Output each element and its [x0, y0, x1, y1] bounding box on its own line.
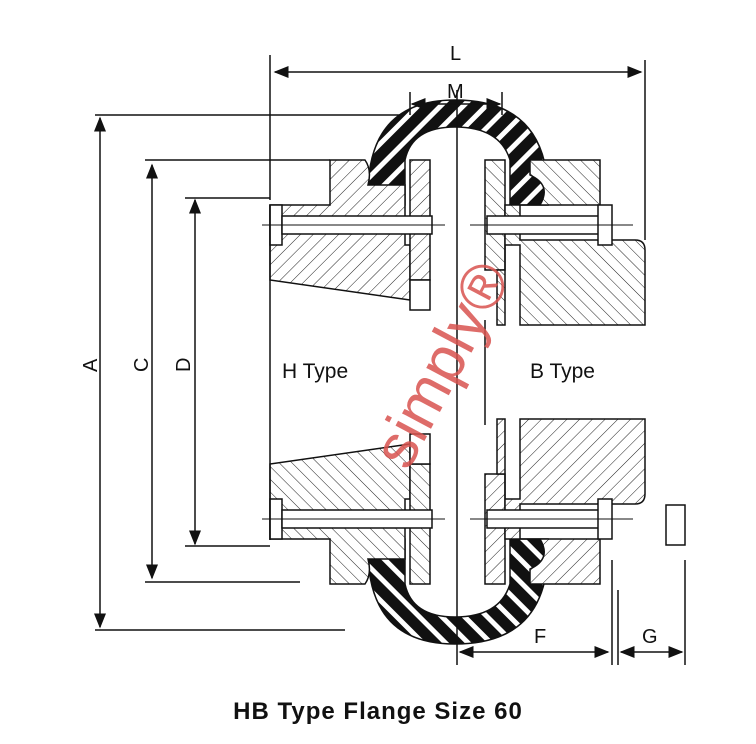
caption: HB Type Flange Size 60: [233, 698, 523, 725]
dim-label-L: L: [450, 43, 461, 65]
dim-label-F: F: [534, 626, 546, 648]
b-type-label: B Type: [530, 360, 595, 383]
dim-label-G: G: [642, 626, 658, 648]
dim-label-M: M: [447, 81, 464, 103]
coupling-bottom-half: [261, 418, 646, 645]
dim-label-D: D: [173, 358, 195, 372]
dim-label-A: A: [80, 358, 102, 372]
h-type-label: H Type: [282, 360, 348, 383]
dim-label-C: C: [131, 358, 153, 372]
gap-block: [665, 504, 686, 546]
